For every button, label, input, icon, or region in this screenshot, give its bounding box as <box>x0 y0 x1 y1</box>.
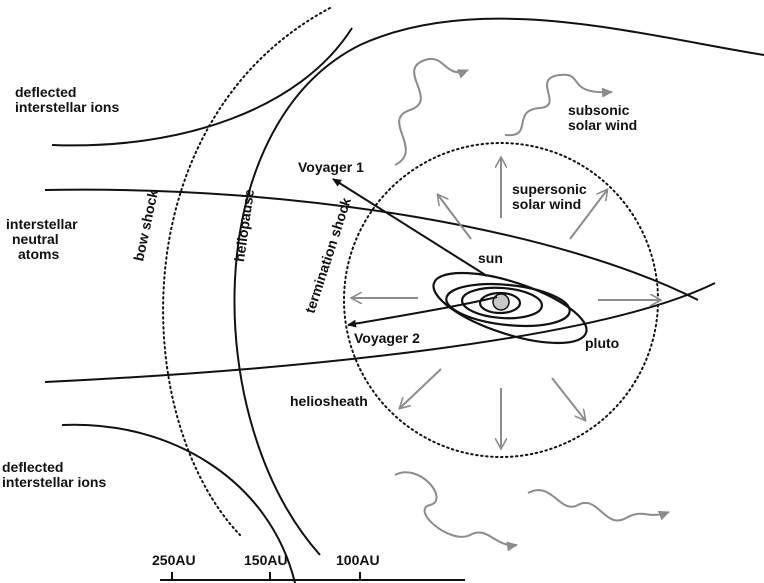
voyager1-trajectory <box>332 178 488 277</box>
neutral-atoms-line1: interstellar <box>6 216 78 232</box>
deflected-ions-label-bottom: deflected interstellar ions <box>2 460 106 490</box>
subsonic-line1: subsonic <box>568 102 630 118</box>
supersonic-line1: supersonic <box>512 181 587 197</box>
heliopause-curve <box>233 17 764 556</box>
neutral-atoms-line2: neutral <box>12 231 59 247</box>
deflected-ion-line-bottom <box>61 423 296 583</box>
neutral-atoms-line3: atoms <box>18 246 60 262</box>
deflected-ion-line-top <box>51 27 353 147</box>
sun-label: sun <box>478 250 503 266</box>
bow-shock-curve <box>162 7 331 536</box>
supersonic-wind-arrows <box>352 158 660 448</box>
deflected-ions-bottom-line2: interstellar ions <box>2 474 107 490</box>
subsonic-wind-arrows <box>394 57 670 552</box>
deflected-ions-top-line1: deflected <box>15 84 77 100</box>
subsonic-line2: solar wind <box>568 117 638 133</box>
voyager2-label: Voyager 2 <box>354 330 420 346</box>
voyager1-label: Voyager 1 <box>298 159 364 175</box>
neutral-atom-line-top <box>44 188 699 301</box>
neutral-atoms-label: interstellar neutral atoms <box>6 217 78 262</box>
scale-tick-100au: 100AU <box>336 552 380 568</box>
deflected-ions-top-line2: interstellar ions <box>15 99 120 115</box>
scale-tick-250au: 250AU <box>152 552 196 568</box>
voyager2-trajectory <box>347 296 498 328</box>
deflected-ions-label-top: deflected interstellar ions <box>15 85 119 115</box>
scale-tick-150au: 150AU <box>244 552 288 568</box>
subsonic-wind-label: subsonic solar wind <box>568 103 637 133</box>
pluto-label: pluto <box>585 335 620 351</box>
supersonic-wind-label: supersonic solar wind <box>512 182 587 212</box>
supersonic-line2: solar wind <box>512 196 582 212</box>
planet-orbits <box>432 271 588 345</box>
heliosheath-label: heliosheath <box>290 393 368 409</box>
scale-bar <box>160 572 465 581</box>
deflected-ions-bottom-line1: deflected <box>2 459 64 475</box>
